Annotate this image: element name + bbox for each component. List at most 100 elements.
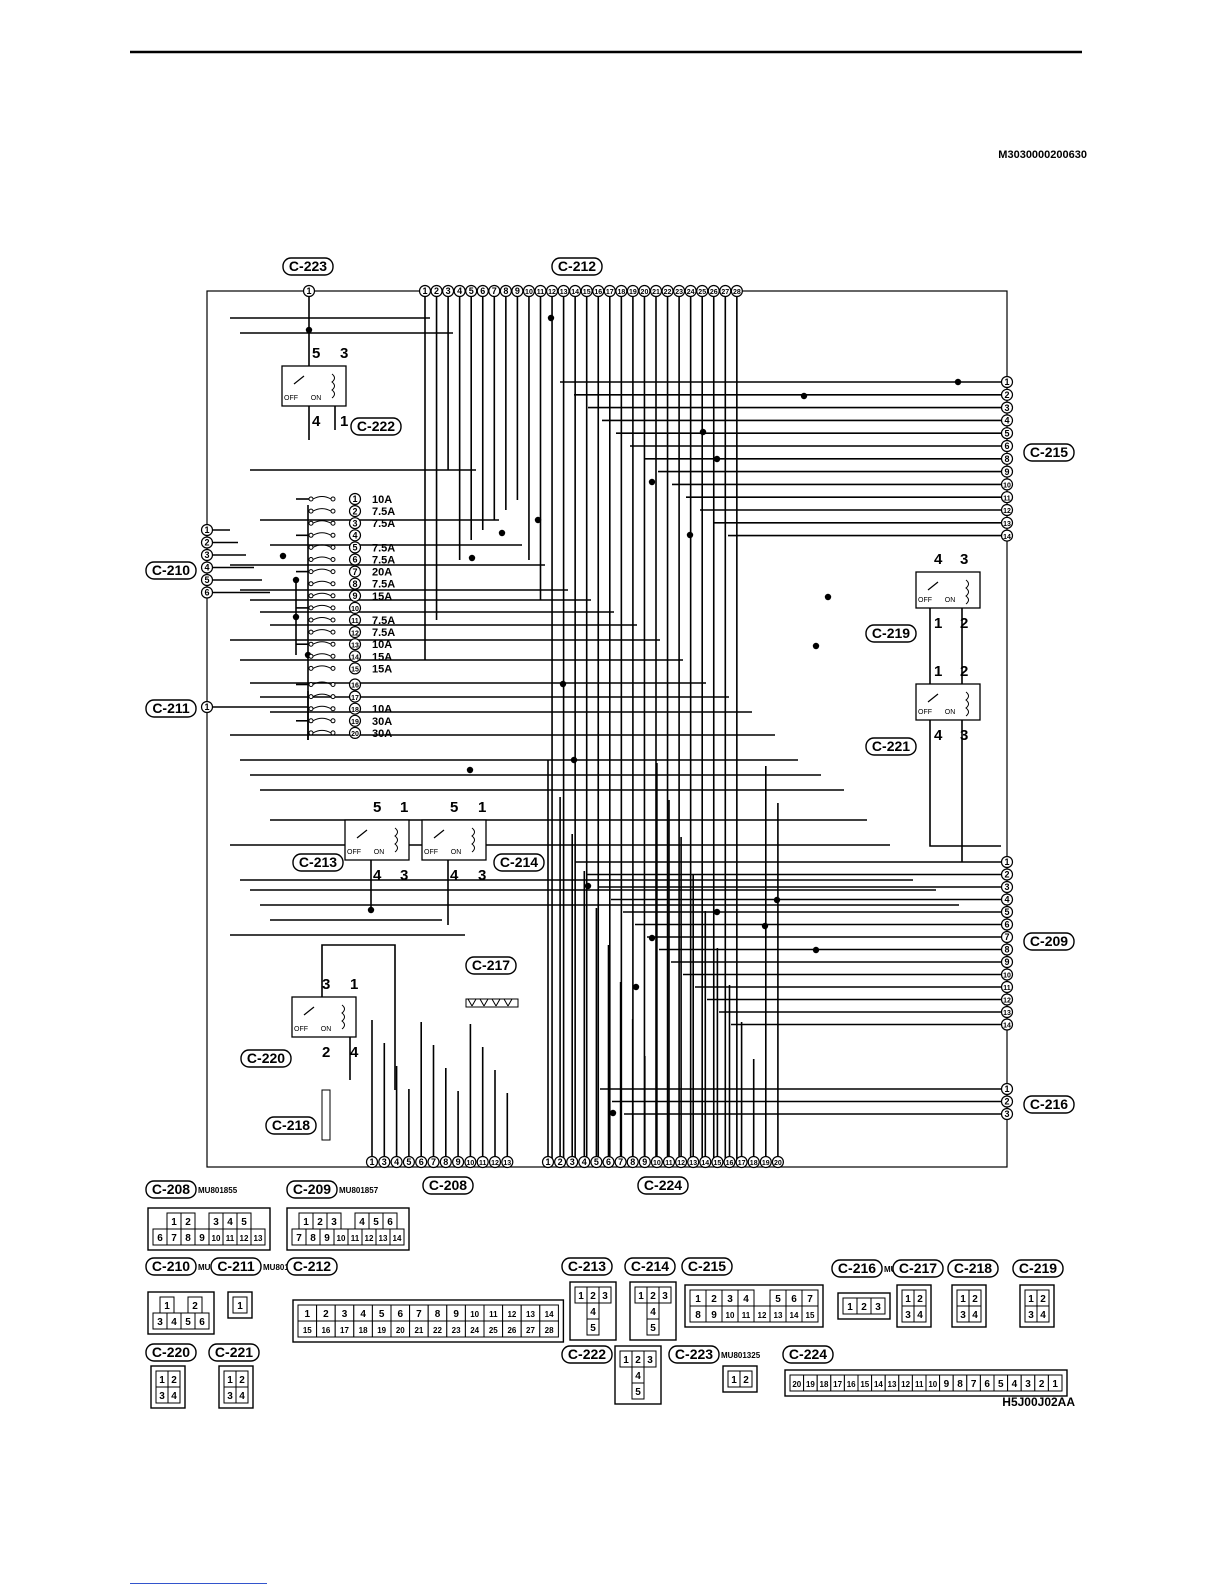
cavity-number: 4 [972, 1310, 978, 1321]
cavity-number: 15 [860, 1380, 869, 1389]
relay-pin-label: 4 [934, 727, 943, 744]
pin-number: 1 [204, 702, 209, 712]
junction-dot [292, 576, 300, 584]
fuse-element [312, 532, 332, 536]
pin-circle [348, 702, 362, 715]
pin-number: 6 [606, 1157, 611, 1167]
pin-circle [662, 1155, 676, 1169]
connector-tag [145, 561, 197, 580]
cavity-number: 2 [650, 1291, 656, 1302]
connector-label: C-224 [789, 1346, 827, 1362]
pin-number: 11 [351, 618, 359, 625]
pin-circle [1000, 1005, 1014, 1019]
pin-circle [200, 561, 214, 574]
pin-circle [348, 638, 362, 651]
connector-tag [865, 737, 917, 756]
connector-label: C-223 [289, 258, 327, 274]
cavity-number: 1 [578, 1291, 584, 1302]
pin-number: 8 [352, 579, 357, 589]
pin-number: 13 [503, 1160, 511, 1167]
cavity-number: 14 [790, 1311, 799, 1320]
pin-number: 14 [351, 655, 359, 662]
relay-switch [303, 1006, 315, 1016]
connector-tag [1023, 1095, 1075, 1114]
figure-id: H5J00J02AA [1002, 1395, 1075, 1409]
junction-dot [800, 392, 808, 400]
cavity-number: 2 [171, 1375, 177, 1386]
pin-number: 19 [351, 719, 359, 726]
relay-on-label: ON [311, 395, 322, 402]
junction-dot [648, 478, 656, 486]
connector-cavity [598, 1286, 612, 1304]
part-number: MU801857 [339, 1186, 379, 1195]
connector-cavity [194, 1312, 210, 1330]
fuse-rating: 10A [372, 704, 392, 716]
fuse-terminal [330, 682, 336, 687]
fuse-terminal [330, 694, 336, 700]
pin-circle [1000, 452, 1014, 465]
fuse-element [312, 653, 332, 657]
cavity-number: 4 [635, 1371, 641, 1382]
cavity-number: 11 [915, 1380, 924, 1389]
cavity-number: 13 [774, 1311, 783, 1320]
pin-number: 8 [443, 1157, 448, 1167]
relay-pin-label: 3 [960, 551, 968, 568]
connector-label: C-212 [293, 1258, 331, 1274]
pin-number: 13 [1003, 1010, 1011, 1017]
pin-number: 5 [1004, 907, 1009, 917]
fuse-terminal [330, 653, 336, 659]
connector-cavity [167, 1386, 181, 1404]
cavity-number: 1 [171, 1217, 177, 1228]
cavity-number: 5 [775, 1294, 781, 1305]
fuse-rating: 7.5A [372, 518, 395, 530]
cavity-number: 4 [171, 1391, 177, 1402]
cavity-number: 9 [453, 1309, 459, 1320]
pin-number: 13 [351, 642, 359, 649]
fuse-terminal [308, 617, 314, 623]
connector-label: C-209 [293, 1181, 331, 1197]
pin-number: 5 [352, 543, 357, 553]
pin-number: 20 [641, 289, 649, 296]
fuse-terminal [308, 706, 314, 712]
connector-tag [286, 1257, 338, 1276]
fuse-rating: 7.5A [372, 615, 395, 627]
connector-tag [668, 1345, 720, 1364]
cavity-number: 1 [623, 1355, 629, 1366]
pin-circle [1000, 868, 1014, 881]
junction-dot [773, 896, 781, 904]
pin-circle [200, 523, 214, 537]
pin-number: 10 [525, 289, 533, 296]
connector-label: C-214 [631, 1258, 669, 1274]
cavity-number: 4 [239, 1391, 245, 1402]
pin-circle [566, 1155, 579, 1169]
pin-circle [348, 589, 362, 602]
fuse-element [312, 705, 332, 710]
pin-circle [1000, 388, 1014, 401]
relay-coil [965, 579, 969, 605]
connector-cavity [389, 1228, 405, 1246]
pin-circle [200, 536, 214, 549]
cavity-number: 3 [875, 1302, 881, 1313]
cavity-number: 1 [305, 1309, 311, 1320]
pin-number: 14 [1003, 1023, 1011, 1030]
fuse-rating: 7.5A [372, 579, 395, 591]
fuse-terminal [330, 581, 336, 587]
cavity-number: 1 [1028, 1294, 1034, 1305]
connector-label: C-224 [644, 1177, 682, 1193]
pin-circle [1000, 427, 1014, 440]
pin-circle [723, 1155, 736, 1169]
relay-pin-label: 5 [312, 345, 320, 362]
cavity-number: 2 [861, 1302, 867, 1313]
fuse-terminal [308, 593, 314, 599]
relay-off-label: OFF [347, 849, 361, 856]
pin-circle [348, 517, 362, 530]
cavity-number: 3 [727, 1294, 733, 1305]
connector-cavity [658, 1286, 672, 1304]
pin-number: 2 [1004, 1097, 1009, 1107]
pin-number: 20 [351, 731, 359, 738]
cavity-number: 4 [360, 1309, 366, 1320]
fuse-terminal [308, 641, 314, 647]
fuse-terminal [330, 508, 336, 514]
connector-label: C-211 [152, 700, 190, 716]
pin-number: 1 [369, 1157, 374, 1167]
